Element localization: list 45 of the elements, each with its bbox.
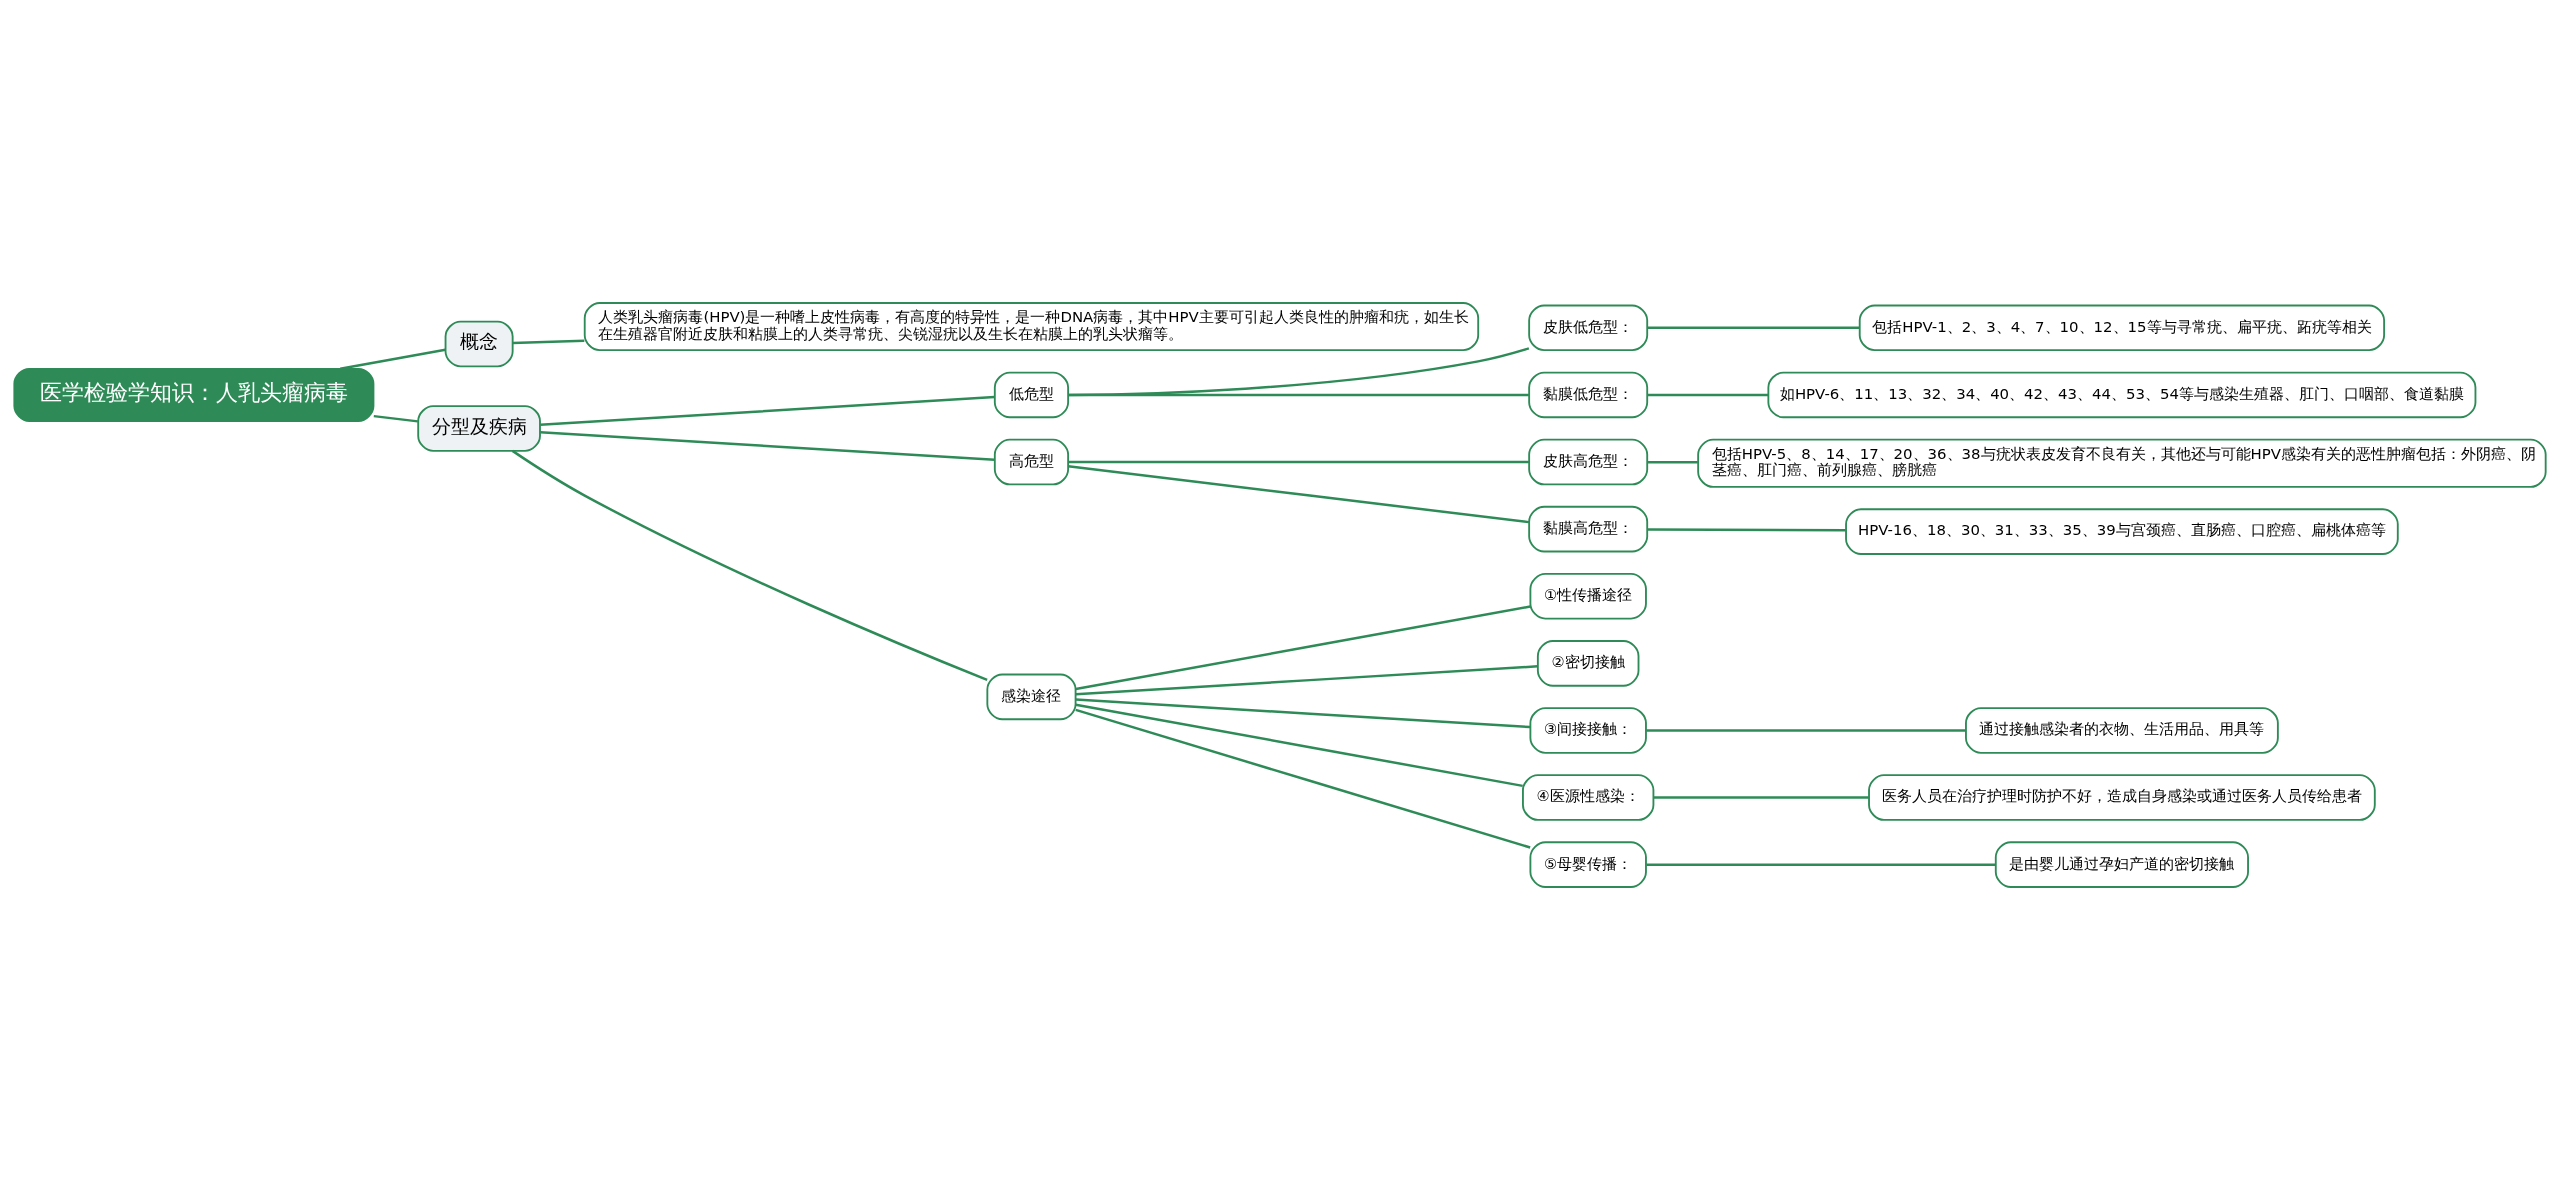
connector: [1647, 527, 1846, 532]
node-box: 人类乳头瘤病毒(HPV)是一种嗜上皮性病毒，有高度的特异性，是一种DNA病毒，其中HPV主要可引起人类良性的肿瘤和疣，如生长在生殖器官附近皮肤和粘膜上的人类寻常疣、尖锐湿疣以及生长在粘膜上的乳头状瘤等。: [583, 301, 1480, 351]
node-box: 皮肤高危型：: [1528, 438, 1649, 485]
node-box: 高危型: [993, 438, 1070, 485]
connector: [1653, 795, 1869, 799]
node-box: 包括HPV-5、8、14、17、20、36、38与疣状表皮发育不良有关，其他还与可能HPV感染有关的恶性肿瘤包括：外阴癌、阴茎癌、肛门癌、前列腺癌、膀胱癌: [1697, 438, 2547, 488]
connector: [1068, 346, 1530, 396]
node-box: 包括HPV-1、2、3、4、7、10、12、15等与寻常疣、扁平疣、跖疣等相关: [1858, 304, 2386, 351]
connector: [511, 449, 988, 681]
connector: [1075, 604, 1531, 690]
node-box: 黏膜高危型：: [1528, 505, 1649, 552]
connector: [1075, 664, 1538, 696]
connector: [512, 338, 585, 344]
node-box: ④医源性感染：: [1522, 773, 1655, 821]
node-box: 如HPV-6、11、13、32、34、40、42、43、44、53、54等与感染生殖器、肛门、口咽部、食道黏膜: [1767, 371, 2477, 418]
node-box: 是由婴儿通过孕妇产道的密切接触: [1994, 840, 2249, 888]
connector: [1075, 703, 1523, 787]
node-box: 黏膜低危型：: [1528, 371, 1649, 418]
node-box: 通过接触感染者的衣物、生活用品、用具等: [1965, 706, 2279, 754]
node-box: ③间接接触：: [1529, 706, 1647, 754]
connector: [1075, 708, 1531, 849]
node-box: 分型及疾病: [417, 404, 541, 452]
connector: [1068, 464, 1530, 523]
connector: [540, 395, 995, 426]
node-box: 皮肤低危型：: [1528, 304, 1649, 351]
node-box: ⑤母婴传播：: [1529, 840, 1647, 888]
connector: [1647, 460, 1698, 464]
node-box: 低危型: [993, 371, 1070, 418]
node-box: ②密切接触: [1536, 639, 1640, 687]
connector: [1068, 460, 1529, 463]
connector: [1075, 697, 1531, 728]
connector: [373, 414, 418, 423]
connector: [1646, 728, 1966, 732]
connector: [1068, 393, 1529, 396]
node-box: 医务人员在治疗护理时防护不好，造成自身感染或通过医务人员传给患者: [1868, 773, 2376, 821]
connector: [1647, 393, 1769, 396]
connector: [1647, 326, 1860, 329]
node-box: HPV-16、18、30、31、33、35、39与宫颈癌、直肠癌、口腔癌、扁桃体癌等: [1845, 507, 2399, 555]
connector: [540, 430, 995, 461]
node-box: 感染途径: [986, 673, 1077, 720]
connector: [340, 348, 446, 370]
node-box: 医学检验学知识：人乳头瘤病毒: [13, 367, 375, 422]
connector: [1646, 862, 1996, 866]
node-box: 概念: [444, 320, 514, 367]
node-box: ①性传播途径: [1529, 572, 1647, 620]
